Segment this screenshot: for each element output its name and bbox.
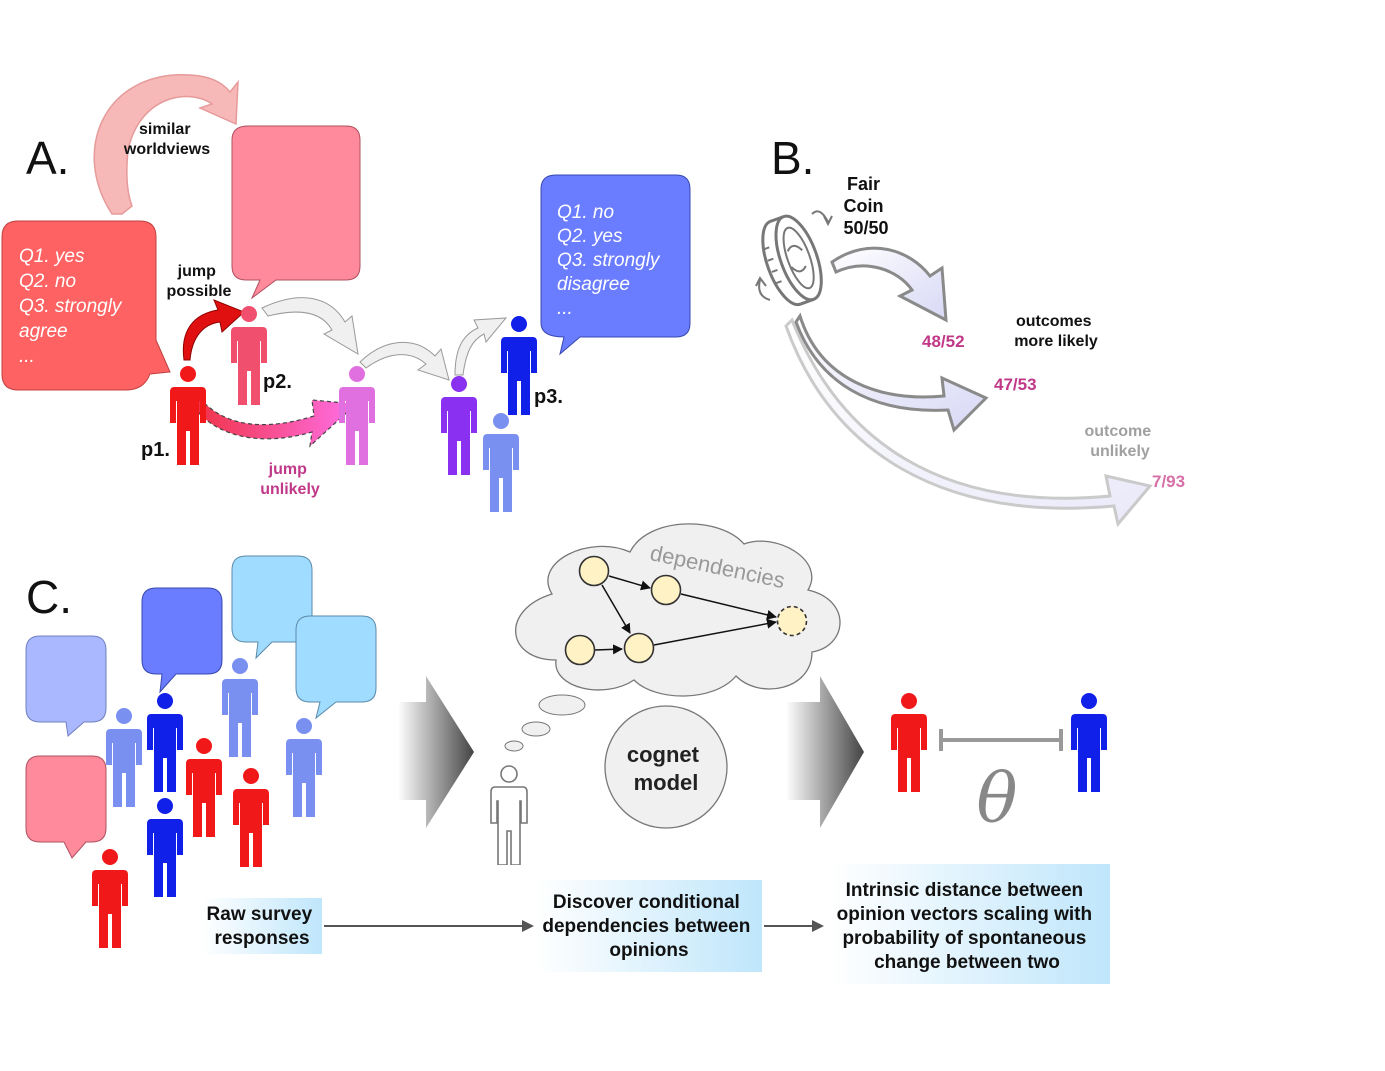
pink-speech-bubble <box>231 125 361 300</box>
similar-worldviews-arrow <box>93 74 239 215</box>
crowd-person-3 <box>222 658 258 757</box>
blue-speech-bubble <box>540 174 691 356</box>
person-p3 <box>501 316 537 415</box>
crowd-bubble-sky-1 <box>231 555 313 660</box>
edge-3 <box>680 593 777 620</box>
crowd-bubble-lavender <box>25 635 107 737</box>
theta-symbol: θ <box>977 760 1018 839</box>
person-light-blue <box>483 413 519 512</box>
panel-a-letter: A. <box>26 132 69 184</box>
raw-survey-box <box>202 898 322 954</box>
edge-5 <box>653 618 777 646</box>
person-magenta <box>339 366 375 465</box>
crowd-person-1 <box>106 708 142 807</box>
crowd-bubble-sky-2 <box>295 615 377 720</box>
edge-1 <box>608 575 651 591</box>
hop-arrow-2 <box>359 342 450 381</box>
jump-possible-label: jump possible <box>167 263 232 300</box>
jump-unlikely-arrow <box>189 395 358 448</box>
graph-node-4 <box>623 632 655 664</box>
graph-node-2 <box>650 574 682 606</box>
p1-label: p1. <box>141 439 170 461</box>
discover-dependencies-text: Discover conditional dependencies betwee… <box>542 892 755 961</box>
outcome-unlikely-label: outcome unlikely <box>1084 423 1155 460</box>
jump-unlikely-label: jump unlikely <box>260 461 320 498</box>
panel-b-letter: B. <box>771 132 814 184</box>
discover-dependencies-box <box>536 880 762 972</box>
edge-2 <box>601 584 631 634</box>
crowd-person-4 <box>186 738 222 837</box>
cognet-model-label: cognet model <box>627 742 705 795</box>
crowd-person-5 <box>286 718 322 817</box>
panel-b: B. Fair Coin 50/50 48/52 47/53 7/93 outc… <box>755 132 1185 528</box>
crowd-bubble-pink <box>25 755 107 859</box>
intrinsic-distance-text: Intrinsic distance between opinion vecto… <box>837 880 1098 973</box>
person-p2 <box>231 306 267 405</box>
p3-label: p3. <box>534 386 563 408</box>
similar-worldviews-label: similar worldviews <box>123 121 210 158</box>
intrinsic-distance-box <box>830 864 1110 984</box>
thought-dot-small <box>504 740 524 752</box>
coin-spin-arrow-top <box>811 210 833 227</box>
big-arrow-2 <box>786 676 864 828</box>
graph-node-1 <box>578 555 610 587</box>
dependency-graph <box>564 555 808 666</box>
outcome-arrow-3 <box>784 317 1153 528</box>
outcome-arrow-2 <box>794 312 989 433</box>
person-purple <box>441 376 477 475</box>
crowd-person-7 <box>147 798 183 897</box>
graph-node-3 <box>564 634 596 666</box>
panel-c-letter: C. <box>26 571 72 623</box>
thought-dot-medium <box>521 721 551 737</box>
panel-a: A. similar worldviews Q1. yes Q2. no Q3.… <box>1 74 691 512</box>
outcome-47-53: 47/53 <box>994 375 1037 394</box>
red-speech-bubble <box>1 220 171 391</box>
graph-node-target <box>776 605 808 637</box>
edge-4 <box>594 644 623 655</box>
hop-arrow-1 <box>261 297 359 355</box>
outcome-arrow-1 <box>830 246 948 323</box>
outcomes-more-likely-label: outcomes more likely <box>1014 313 1098 350</box>
thinking-person <box>490 765 528 865</box>
cognet-model-circle <box>604 705 728 829</box>
red-bubble-text: Q1. yes Q2. no Q3. strongly agree ... <box>19 246 127 367</box>
thought-dot-large <box>538 694 586 716</box>
distance-person-red <box>891 693 927 792</box>
hop-arrow-3 <box>454 317 508 376</box>
outcome-7-93: 7/93 <box>1152 472 1185 491</box>
crowd-bubble-indigo <box>141 587 223 694</box>
fair-coin-label: Fair Coin 50/50 <box>843 174 888 238</box>
crowd-person-8 <box>92 849 128 948</box>
person-p1 <box>170 366 206 465</box>
big-arrow-1 <box>398 676 474 828</box>
coin-spin-arrow-bottom <box>755 276 771 301</box>
p2-label: p2. <box>263 371 292 393</box>
coin-icon <box>761 214 823 307</box>
raw-survey-text: Raw survey responses <box>207 904 318 949</box>
crowd-person-6 <box>233 768 269 867</box>
panel-c: C. dependencies <box>25 523 1110 984</box>
outcome-48-52: 48/52 <box>922 332 965 351</box>
distance-bar <box>939 729 1063 751</box>
crowd-person-2 <box>147 693 183 792</box>
distance-person-blue <box>1071 693 1107 792</box>
blue-bubble-text: Q1. no Q2. yes Q3. strongly disagree ... <box>557 202 665 319</box>
